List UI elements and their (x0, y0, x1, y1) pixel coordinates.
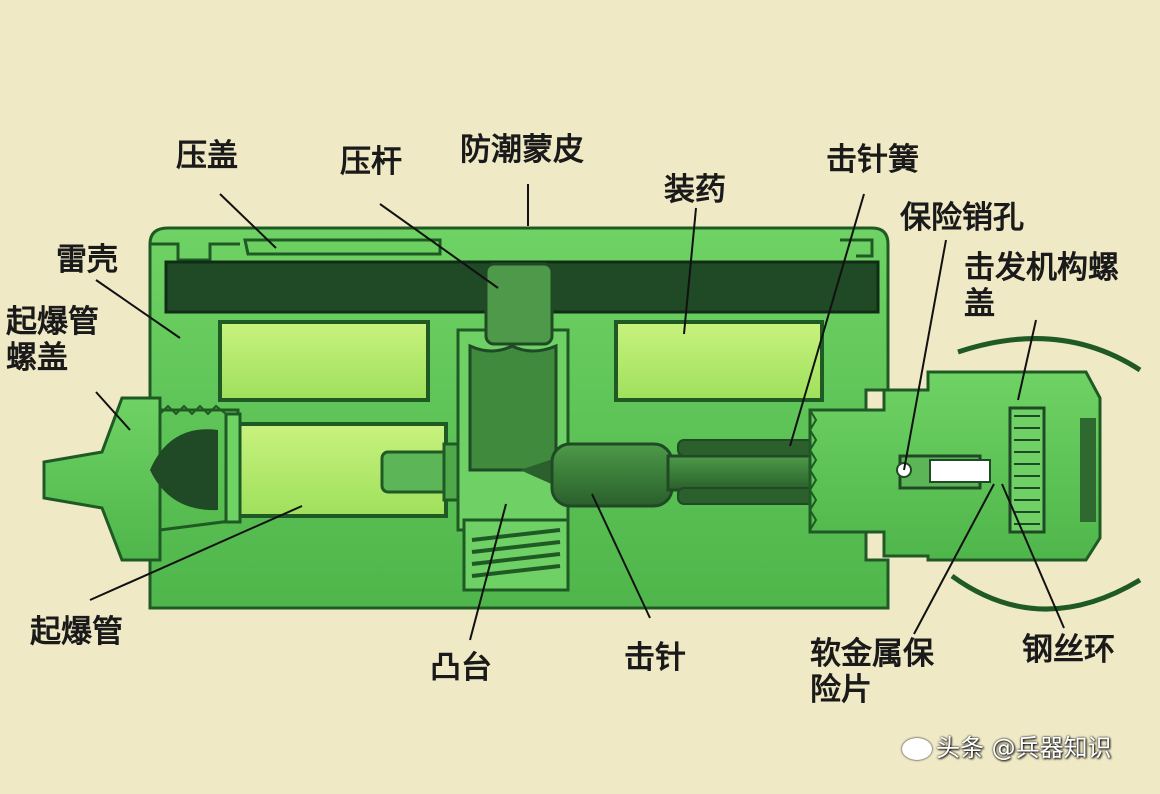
label-zhuangyao: 装药 (664, 172, 726, 208)
label-qibaoguan: 起爆管 (30, 614, 123, 650)
label-fangchao: 防潮蒙皮 (460, 132, 584, 168)
label-ruanjinshu-line1: 软金属保 (810, 636, 934, 672)
label-qibaoguan-luogai-line1: 起爆管 (6, 304, 99, 340)
label-yagan: 压杆 (340, 144, 402, 180)
label-tutai: 凸台 (430, 650, 492, 686)
watermark: 头条 @兵器知识 (902, 728, 1112, 763)
label-leike: 雷壳 (56, 242, 118, 278)
watermark-text: 头条 @兵器知识 (936, 734, 1112, 762)
steel-wire-ring-lower (950, 573, 1142, 612)
label-jizhen: 击针 (624, 640, 686, 676)
label-gangsihuan: 钢丝环 (1022, 632, 1115, 668)
label-jifajigou: 击发机构螺 盖 (964, 250, 1119, 322)
label-jizhenhuang: 击针簧 (826, 142, 919, 178)
leader-lines (89, 184, 1065, 641)
label-jifajigou-line1: 击发机构螺 (964, 250, 1119, 286)
firing-mechanism-cap (808, 370, 1102, 562)
detonator-screw-cap (42, 396, 242, 562)
wechat-icon (902, 738, 932, 760)
label-ruanjinshu: 软金属保 险片 (810, 636, 934, 708)
label-qibaoguan-luogai-line2: 螺盖 (6, 340, 68, 376)
label-baoxianxiaokong: 保险销孔 (900, 200, 1024, 236)
firing-pin-spring (677, 439, 815, 505)
label-ruanjinshu-line2: 险片 (810, 672, 872, 708)
steel-wire-ring (957, 336, 1142, 373)
central-column (456, 262, 570, 592)
main-charge-right (614, 320, 824, 402)
label-yagai: 压盖 (176, 138, 238, 174)
label-qibaoguan-luogai: 起爆管 螺盖 (6, 304, 99, 376)
label-jifajigou-line2: 盖 (964, 286, 995, 322)
main-charge-left (218, 320, 430, 402)
